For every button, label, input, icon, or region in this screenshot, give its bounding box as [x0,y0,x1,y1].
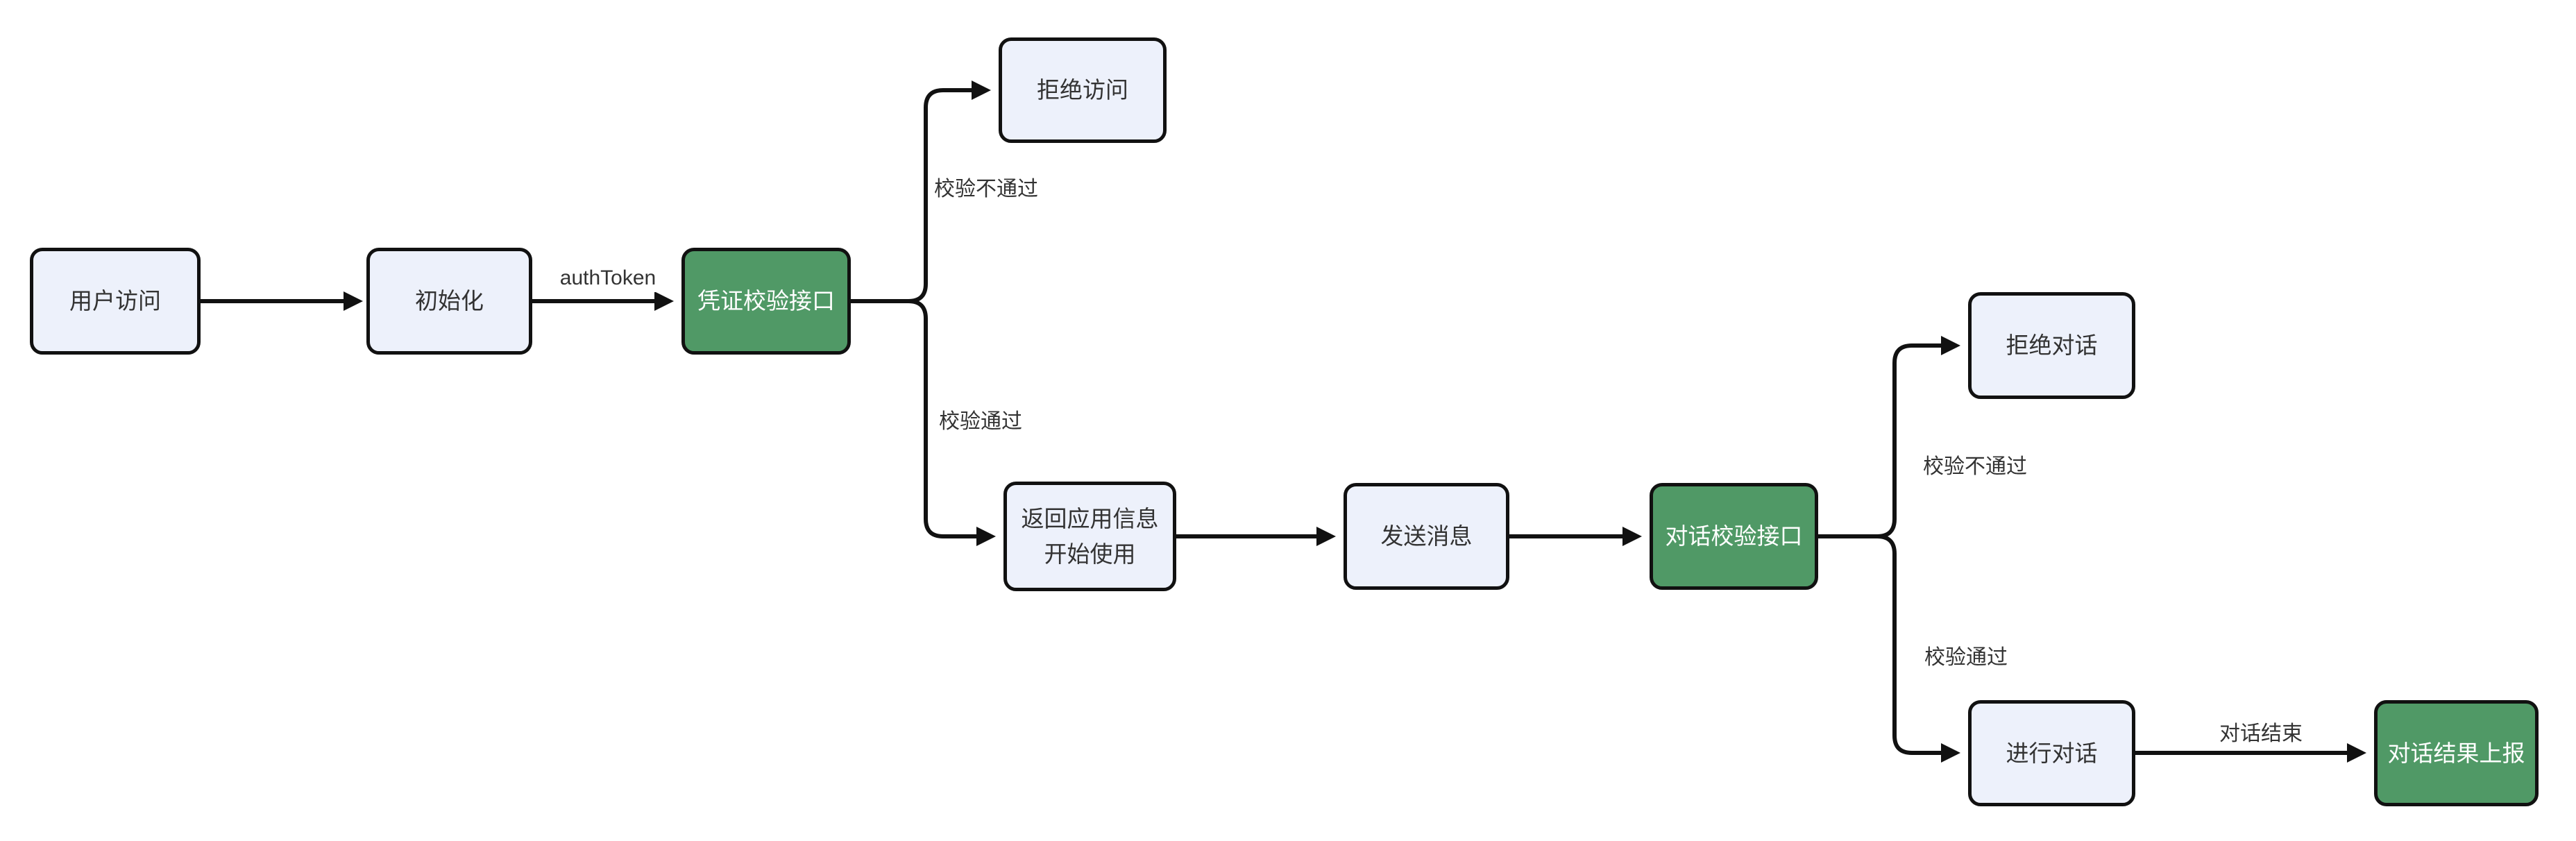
node-do-dialog: 进行对话 [1968,700,2135,806]
edge-label-do-dialog-to-report-result: 对话结束 [2215,720,2307,748]
node-credential-api: 凭证校验接口 [681,248,851,355]
node-label-line: 拒绝对话 [2006,332,2098,359]
node-label-line: 开始使用 [1044,541,1136,567]
node-report-result: 对话结果上报 [2374,700,2539,806]
node-deny-dialog: 拒绝对话 [1968,292,2135,399]
edge-label-init-to-credential-api: authToken [555,264,661,292]
edge-label-credential-api-to-deny-access: 校验不通过 [930,176,1042,203]
edge-dialog-api-to-deny-dialog [1816,336,1960,538]
node-dialog-api: 对话校验接口 [1650,483,1818,590]
edge-label-dialog-api-to-do-dialog: 校验通过 [1920,644,2012,672]
node-label-line: 返回应用信息 [1021,505,1159,532]
node-label-line: 发送消息 [1380,523,1473,550]
node-init: 初始化 [366,248,532,355]
node-deny-access: 拒绝访问 [999,37,1167,143]
edge-dialog-api-to-do-dialog [1816,534,1960,763]
node-label-line: 凭证校验接口 [697,288,835,314]
node-send-message: 发送消息 [1344,483,1509,590]
node-label-line: 拒绝访问 [1037,77,1128,103]
edge-label-credential-api-to-return-app-info: 校验通过 [935,408,1026,436]
node-label-line: 对话校验接口 [1665,523,1803,550]
node-label-line: 用户访问 [69,288,161,314]
node-return-app-info: 返回应用信息开始使用 [1003,482,1176,591]
node-label-line: 对话结果上报 [2387,740,2525,766]
node-label-line: 进行对话 [2006,740,2098,766]
node-label-line: 初始化 [415,288,484,314]
edge-credential-api-to-return-app-info [849,299,996,546]
edge-label-dialog-api-to-deny-dialog: 校验不通过 [1919,453,2031,481]
node-user-access: 用户访问 [30,248,201,355]
